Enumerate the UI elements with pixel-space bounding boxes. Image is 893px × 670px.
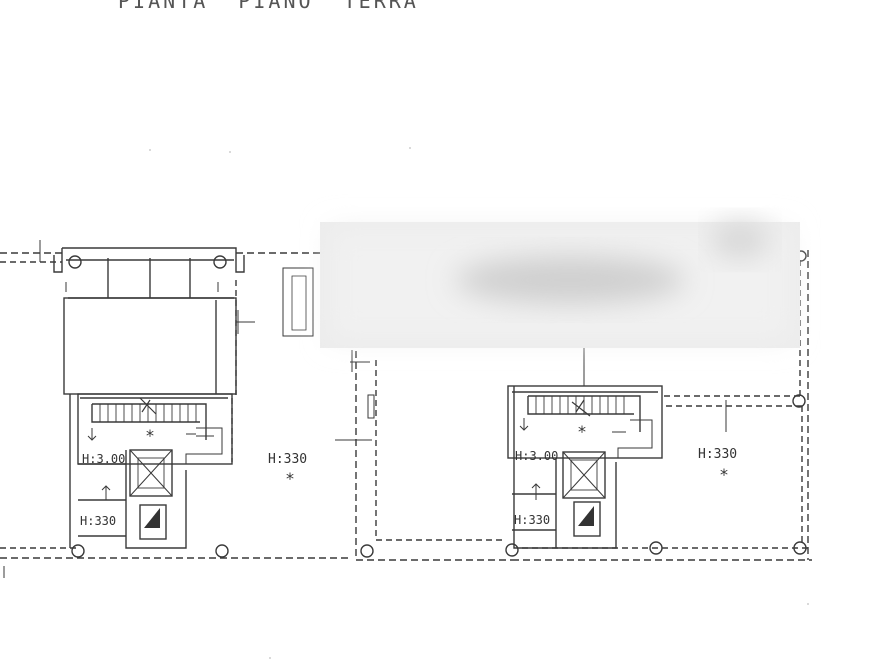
left-stair-marker: *	[146, 426, 154, 445]
left-column-3	[71, 544, 85, 558]
left-balcony-frame	[53, 247, 245, 273]
left-height-lower: H:330	[80, 514, 116, 528]
right-height-main: H:3.00	[515, 449, 558, 463]
left-height-main: H:3.00	[82, 452, 125, 466]
redaction-blur	[320, 222, 800, 348]
left-column-1	[68, 255, 82, 269]
right-column-1	[360, 544, 374, 558]
scan-specks	[149, 147, 809, 659]
right-column-4	[793, 541, 807, 555]
left-perimeter-line	[0, 252, 352, 559]
left-small-element	[282, 267, 314, 337]
right-column-2	[505, 543, 519, 557]
right-height-room: H:330	[698, 447, 737, 462]
right-perimeter-line	[355, 250, 812, 561]
right-height-lower: H:330	[514, 513, 550, 527]
right-room-marker: *	[720, 465, 728, 484]
right-stair-marker: *	[578, 422, 586, 441]
right-unit	[335, 250, 812, 561]
right-inner-frame	[375, 260, 808, 549]
left-balcony-inner	[66, 258, 234, 299]
left-column-4	[215, 544, 229, 558]
plan-title: PIANTA PIANO TERRA	[118, 0, 419, 13]
left-perimeter-inner	[0, 261, 80, 549]
left-unit	[0, 240, 352, 578]
left-column-2	[213, 255, 227, 269]
left-room-marker: *	[286, 469, 294, 488]
right-column-3	[649, 541, 663, 555]
left-main-room	[63, 297, 237, 395]
left-height-room: H:330	[268, 452, 307, 467]
right-stair-block	[507, 385, 663, 459]
right-column-5	[792, 394, 806, 408]
left-elevator	[129, 449, 173, 497]
right-elevator	[562, 451, 606, 499]
